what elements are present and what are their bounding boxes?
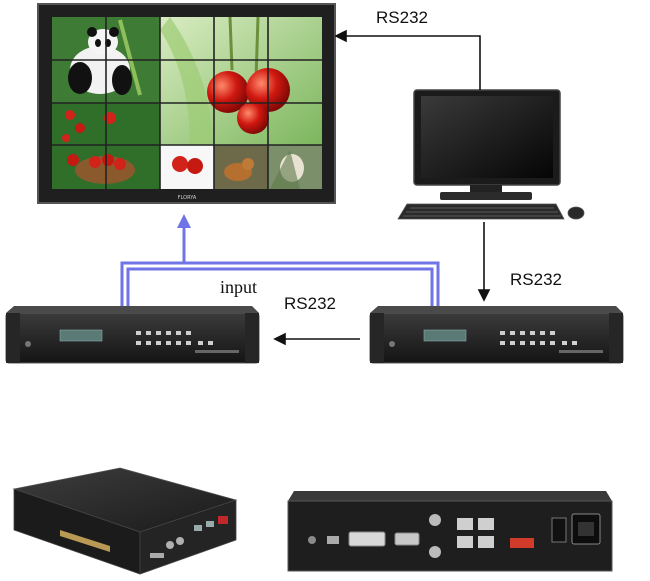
input-lines	[122, 225, 438, 312]
power-switch	[552, 518, 566, 542]
lcd-window	[424, 330, 466, 341]
vga-port	[395, 533, 419, 545]
video-out-port	[429, 514, 441, 526]
terminal-block	[510, 538, 534, 548]
rack-controller-left	[6, 306, 259, 363]
rs232-label-middle: RS232	[284, 294, 336, 314]
processor-box-rear	[288, 491, 612, 571]
display-brand: FLORYA	[178, 195, 197, 201]
rs232-label-top: RS232	[376, 8, 428, 28]
video-wall-display: FLORYA	[38, 4, 335, 203]
input-arrowhead	[177, 214, 191, 228]
hdmi-port	[327, 536, 339, 544]
dvi-port	[349, 532, 385, 546]
input-label: input	[220, 277, 257, 298]
power-button	[308, 536, 316, 544]
video-in-port	[429, 546, 441, 558]
desktop-pc-icon	[398, 90, 584, 219]
rs232-label-right: RS232	[510, 270, 562, 290]
lcd-window	[60, 330, 102, 341]
processor-box-perspective	[14, 468, 236, 574]
rack-controller-right	[370, 306, 623, 363]
